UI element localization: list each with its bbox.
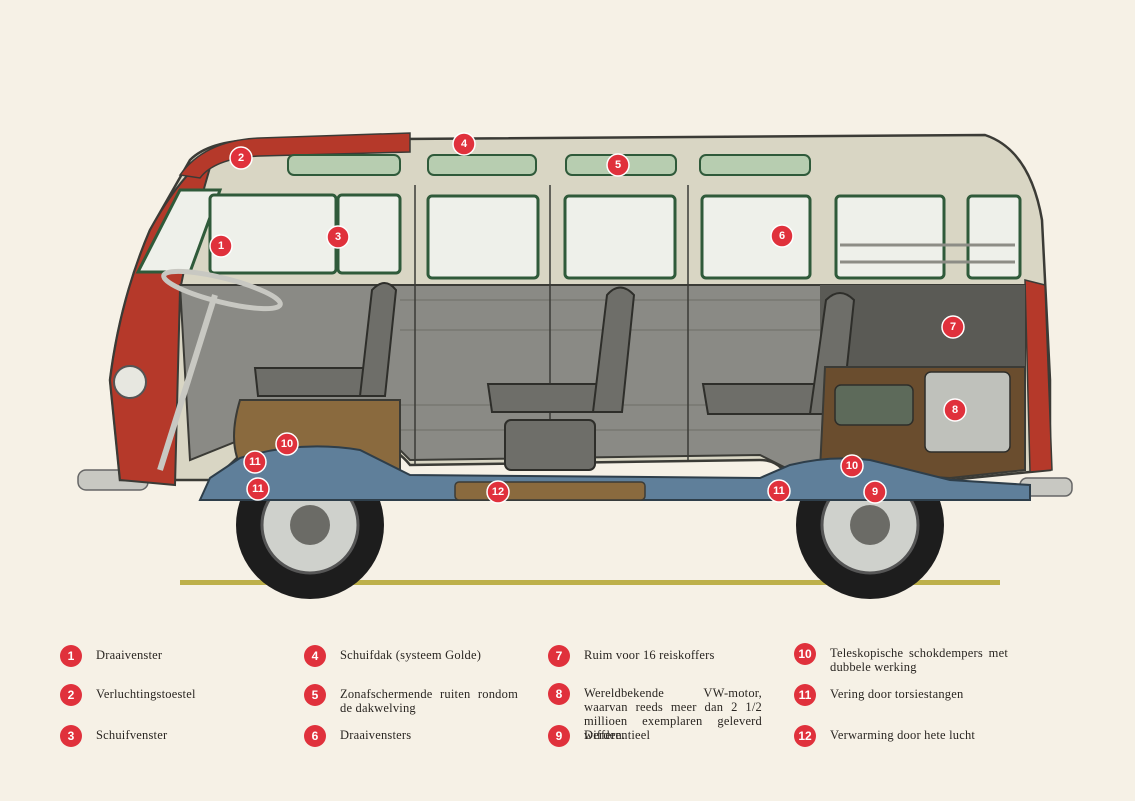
callout-10a: 10 — [275, 432, 299, 456]
steering-column — [157, 294, 218, 471]
heater-duct — [454, 481, 646, 501]
callout-7: 7 — [941, 315, 965, 339]
callout-10b: 10 — [840, 454, 864, 478]
luggage-rails — [840, 243, 1015, 264]
svg-text:11: 11 — [249, 456, 261, 468]
svg-text:4: 4 — [461, 138, 468, 150]
svg-text:12: 12 — [492, 486, 504, 498]
callout-1: 1 — [209, 234, 233, 258]
ground-line — [180, 580, 1000, 585]
svg-text:5: 5 — [615, 159, 621, 171]
svg-text:11: 11 — [252, 483, 264, 495]
svg-text:11: 11 — [773, 485, 785, 497]
svg-text:2: 2 — [238, 152, 244, 164]
callout-4: 4 — [452, 132, 476, 156]
svg-text:7: 7 — [950, 321, 956, 333]
callout-11a: 11 — [243, 450, 267, 474]
callout-8: 8 — [943, 398, 967, 422]
svg-text:8: 8 — [952, 404, 958, 416]
callout-9: 9 — [863, 480, 887, 504]
fuel-tank — [834, 384, 914, 426]
svg-text:6: 6 — [779, 230, 785, 242]
steering-wheel — [161, 268, 283, 312]
roof-front-red — [178, 132, 411, 179]
rear-red-panel — [1024, 279, 1053, 473]
engine-block — [924, 371, 1011, 453]
svg-text:3: 3 — [335, 231, 341, 243]
headlight — [113, 365, 147, 399]
callout-3: 3 — [326, 225, 350, 249]
svg-text:9: 9 — [872, 486, 878, 498]
callout-12: 12 — [486, 480, 510, 504]
callout-5: 5 — [606, 153, 630, 177]
svg-text:10: 10 — [281, 438, 293, 450]
svg-text:1: 1 — [218, 240, 224, 252]
callout-11b: 11 — [246, 477, 270, 501]
callout-6: 6 — [770, 224, 794, 248]
side-windows — [135, 188, 1022, 280]
callout-markers: 1 2 3 4 5 6 7 8 9 10 10 11 11 11 12 — [209, 132, 967, 504]
rear-trim-panel — [820, 285, 1025, 367]
skylights — [287, 154, 811, 176]
callout-2: 2 — [229, 146, 253, 170]
seats — [253, 282, 856, 471]
callout-11c: 11 — [767, 479, 791, 503]
door-lines — [414, 185, 689, 465]
svg-text:10: 10 — [846, 460, 858, 472]
